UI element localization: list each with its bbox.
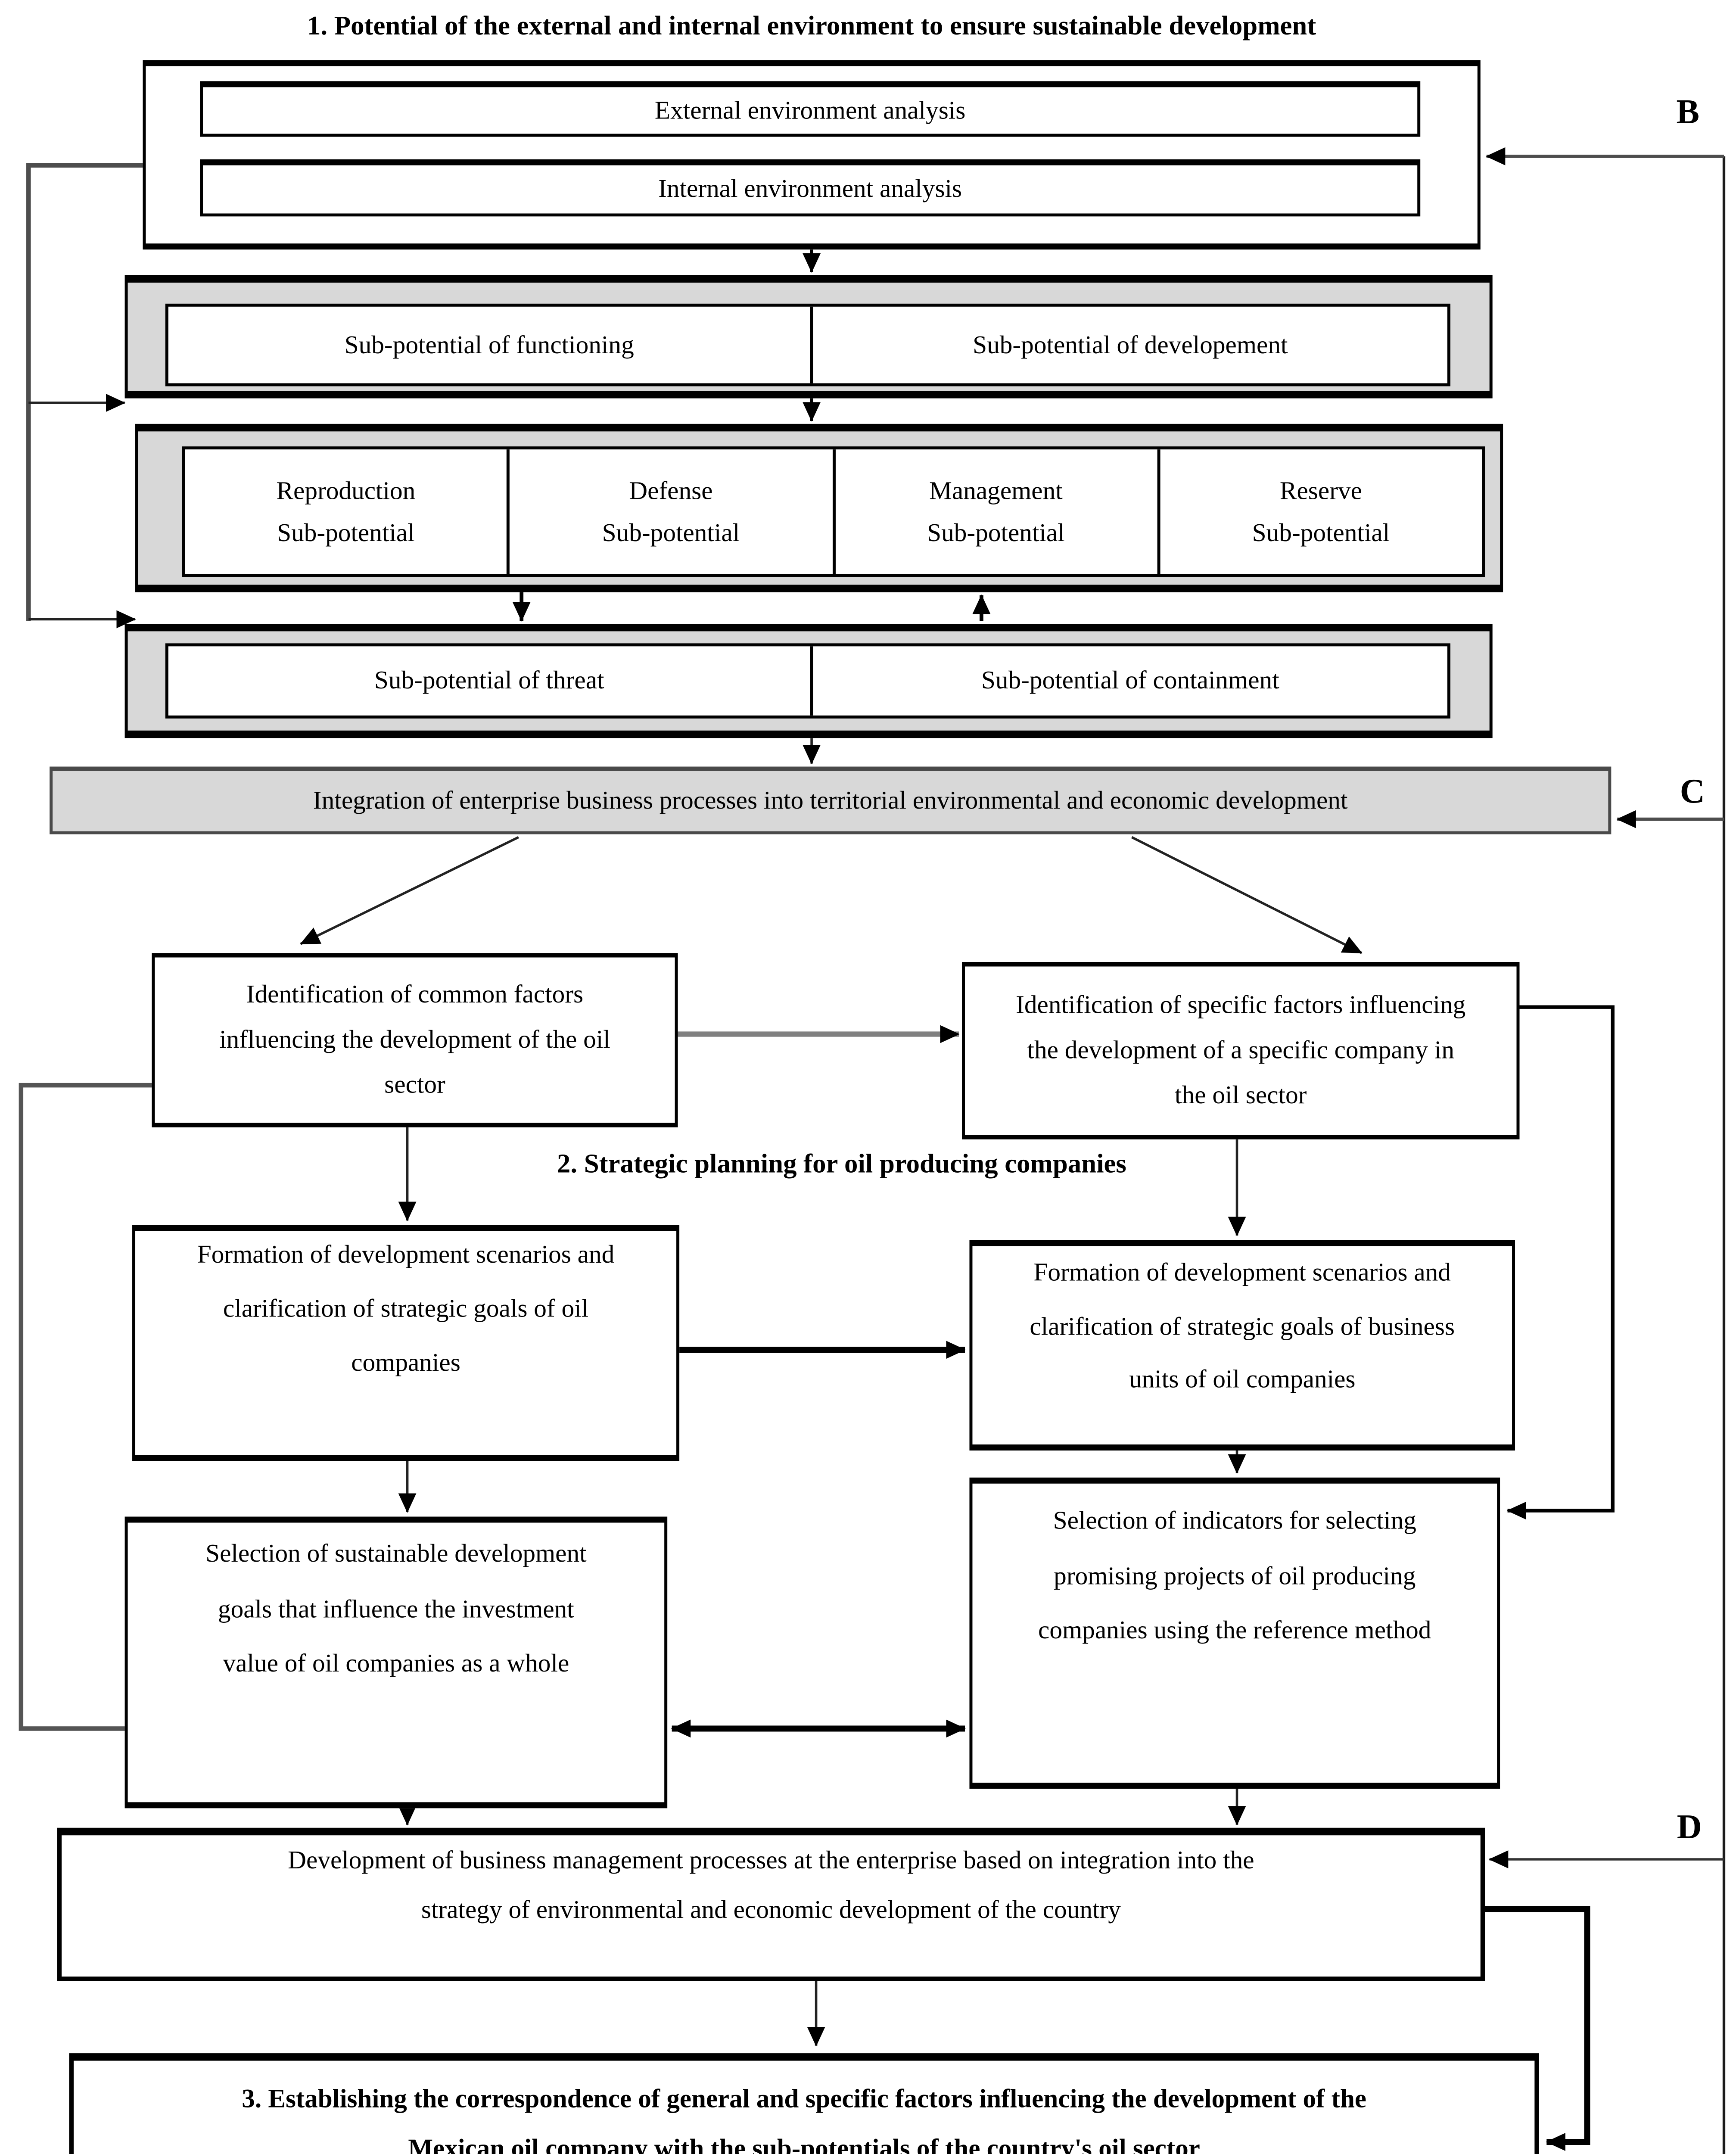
subpotentials-row-inner: Reproduction Sub-potential Defense Sub-p… (182, 446, 1485, 577)
section1-title: 1. Potential of the external and interna… (307, 10, 1316, 41)
section2-title: 2. Strategic planning for oil producing … (557, 1148, 1126, 1179)
formation-companies-box: Formation of development scenarios and c… (132, 1225, 680, 1461)
subpotential-developement-label: Sub-potential of developement (973, 330, 1288, 359)
management-subpotential-cell: Management Sub-potential (832, 449, 1157, 574)
label-c: C (1680, 772, 1705, 810)
identification-specific-label: Identification of specific factors influ… (1016, 991, 1466, 1109)
identification-common-label: Identification of common factors influen… (219, 981, 610, 1099)
selection-indicators-box: Selection of indicators for selecting pr… (969, 1477, 1500, 1789)
functioning-row-inner: Sub-potential of functioning Sub-potenti… (165, 303, 1450, 386)
formation-companies-label: Formation of development scenarios and c… (197, 1241, 615, 1377)
label-b: B (1676, 93, 1700, 131)
selection-indicators-label: Selection of indicators for selecting pr… (1038, 1506, 1431, 1645)
subpotential-threat-cell: Sub-potential of threat (168, 646, 810, 715)
external-analysis-box: External environment analysis (200, 81, 1421, 137)
integration-bar: Integration of enterprise business proce… (50, 766, 1612, 834)
section3-box: 3. Establishing the correspondence of ge… (69, 2053, 1539, 2154)
management-line2: Sub-potential (927, 517, 1065, 547)
subpotential-functioning-cell: Sub-potential of functioning (168, 307, 810, 383)
branch-specific-to-indicators (1506, 1005, 1615, 1520)
threat-row-inner: Sub-potential of threat Sub-potential of… (165, 643, 1450, 719)
selection-sustainable-box: Selection of sustainable development goa… (124, 1516, 668, 1808)
defense-line2: Sub-potential (602, 517, 740, 547)
external-analysis-label: External environment analysis (654, 95, 966, 125)
formation-business-units-box: Formation of development scenarios and c… (969, 1240, 1515, 1451)
defense-subpotential-cell: Defense Sub-potential (507, 449, 832, 574)
development-processes-box: Development of business management proce… (57, 1827, 1485, 1981)
defense-line1: Defense (629, 477, 713, 506)
selection-sustainable-label: Selection of sustainable development goa… (205, 1539, 587, 1678)
branch-development-to-establishing-right (1485, 1906, 1590, 2151)
identification-common-box: Identification of common factors influen… (152, 953, 678, 1127)
internal-analysis-box: Internal environment analysis (200, 159, 1421, 217)
subpotential-functioning-label: Sub-potential of functioning (344, 330, 634, 359)
branch-left-feedback (19, 1083, 152, 1731)
internal-analysis-label: Internal environment analysis (658, 174, 962, 203)
reserve-line1: Reserve (1279, 477, 1362, 506)
subpotential-containment-label: Sub-potential of containment (981, 666, 1279, 695)
reproduction-line1: Reproduction (276, 477, 416, 506)
section3-label: 3. Establishing the correspondence of ge… (242, 2083, 1367, 2154)
development-processes-label: Development of business management proce… (288, 1846, 1254, 1924)
management-line1: Management (929, 477, 1063, 506)
arrow-integration-to-common (300, 836, 519, 945)
label-d: D (1677, 1808, 1702, 1846)
arrow-integration-to-specific (1131, 836, 1363, 954)
reproduction-subpotential-cell: Reproduction Sub-potential (185, 449, 507, 574)
formation-business-units-label: Formation of development scenarios and c… (1030, 1258, 1455, 1394)
subpotential-developement-cell: Sub-potential of developement (810, 306, 1447, 383)
reproduction-line2: Sub-potential (277, 517, 415, 547)
environment-analysis-box: External environment analysis Internal e… (143, 60, 1481, 250)
identification-specific-box: Identification of specific factors influ… (962, 962, 1520, 1139)
branch-analysis-left-feed (26, 163, 143, 629)
reserve-line2: Sub-potential (1252, 517, 1390, 547)
reserve-subpotential-cell: Reserve Sub-potential (1157, 449, 1482, 574)
subpotential-containment-cell: Sub-potential of containment (810, 646, 1447, 716)
integration-label: Integration of enterprise business proce… (313, 786, 1348, 815)
subpotential-threat-label: Sub-potential of threat (374, 666, 604, 695)
